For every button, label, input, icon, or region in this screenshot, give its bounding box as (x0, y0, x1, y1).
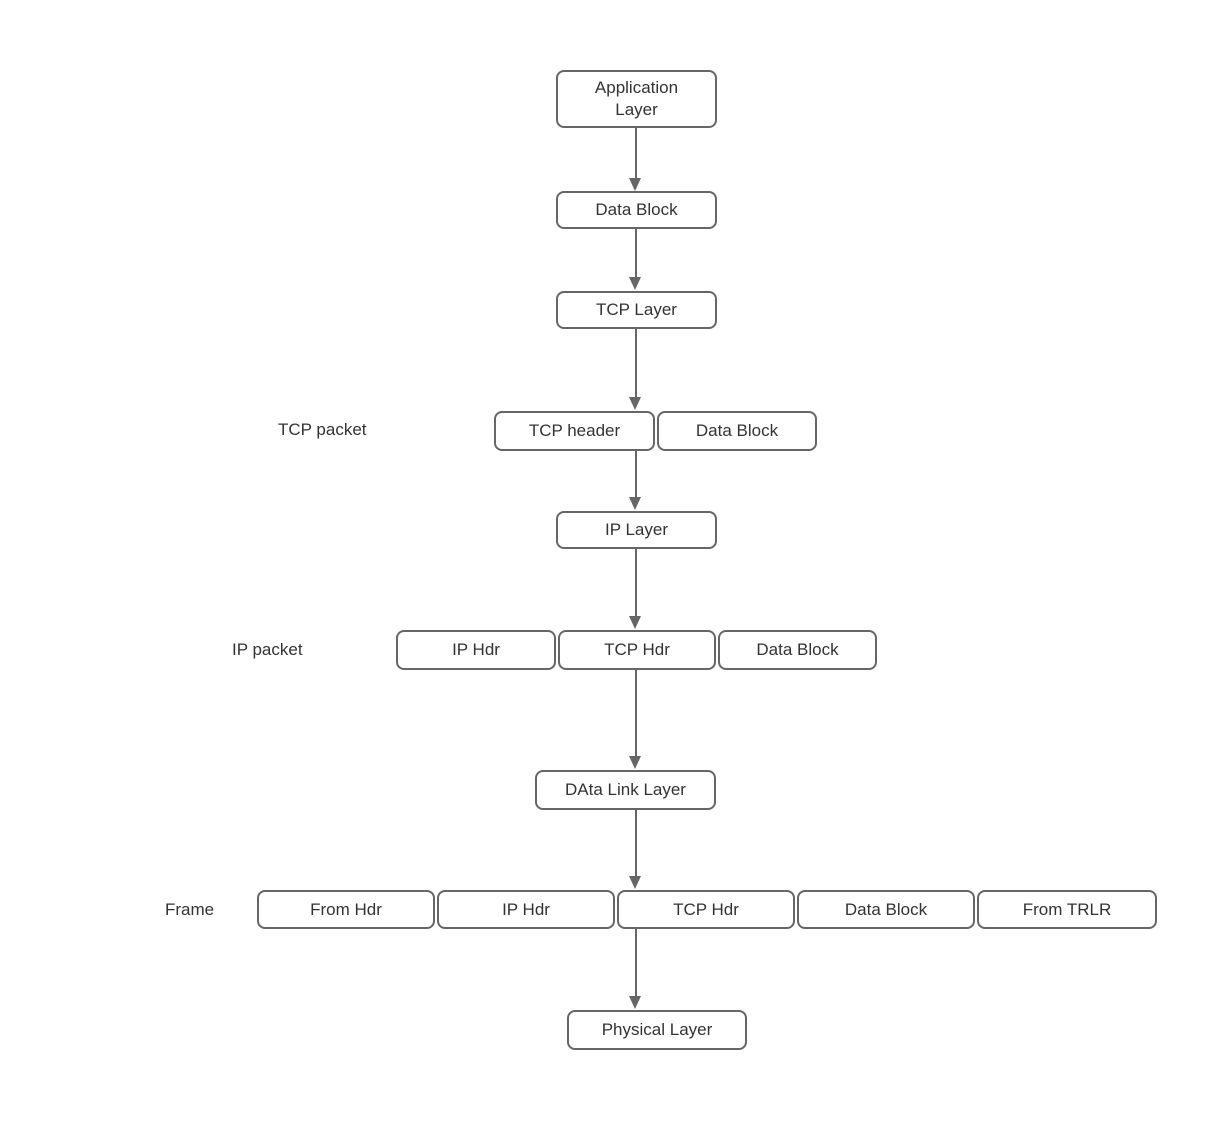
node-data-link-layer: DAta Link Layer (535, 770, 716, 810)
arrow-line (635, 549, 637, 616)
arrow-line (635, 229, 637, 277)
node-tcp-header: TCP header (494, 411, 655, 451)
arrow-down-icon (629, 497, 641, 510)
node-tcp-layer: TCP Layer (556, 291, 717, 329)
arrow-line (635, 929, 637, 996)
node-tcp-hdr: TCP Hdr (558, 630, 716, 670)
node-frame-data-block: Data Block (797, 890, 975, 929)
arrow-down-icon (629, 876, 641, 889)
node-frame-from-trlr: From TRLR (977, 890, 1157, 929)
node-frame-tcp-hdr: TCP Hdr (617, 890, 795, 929)
arrow-line (635, 810, 637, 876)
node-physical-layer: Physical Layer (567, 1010, 747, 1050)
arrow-down-icon (629, 397, 641, 410)
node-tcp-packet-data-block: Data Block (657, 411, 817, 451)
arrow-line (635, 329, 637, 397)
arrow-down-icon (629, 616, 641, 629)
node-frame-ip-hdr: IP Hdr (437, 890, 615, 929)
arrow-down-icon (629, 178, 641, 191)
arrow-line (635, 128, 637, 178)
node-ip-layer: IP Layer (556, 511, 717, 549)
node-ip-packet-data-block: Data Block (718, 630, 877, 670)
arrow-line (635, 670, 637, 756)
label-ip-packet: IP packet (232, 640, 303, 659)
node-ip-hdr: IP Hdr (396, 630, 556, 670)
node-frame-from-hdr: From Hdr (257, 890, 435, 929)
label-frame: Frame (165, 900, 215, 919)
arrow-line (635, 451, 637, 497)
arrow-down-icon (629, 756, 641, 769)
label-tcp-packet: TCP packet (278, 420, 367, 439)
arrow-down-icon (629, 996, 641, 1009)
node-application-layer: Application Layer (556, 70, 717, 128)
arrow-down-icon (629, 277, 641, 290)
node-data-block: Data Block (556, 191, 717, 229)
